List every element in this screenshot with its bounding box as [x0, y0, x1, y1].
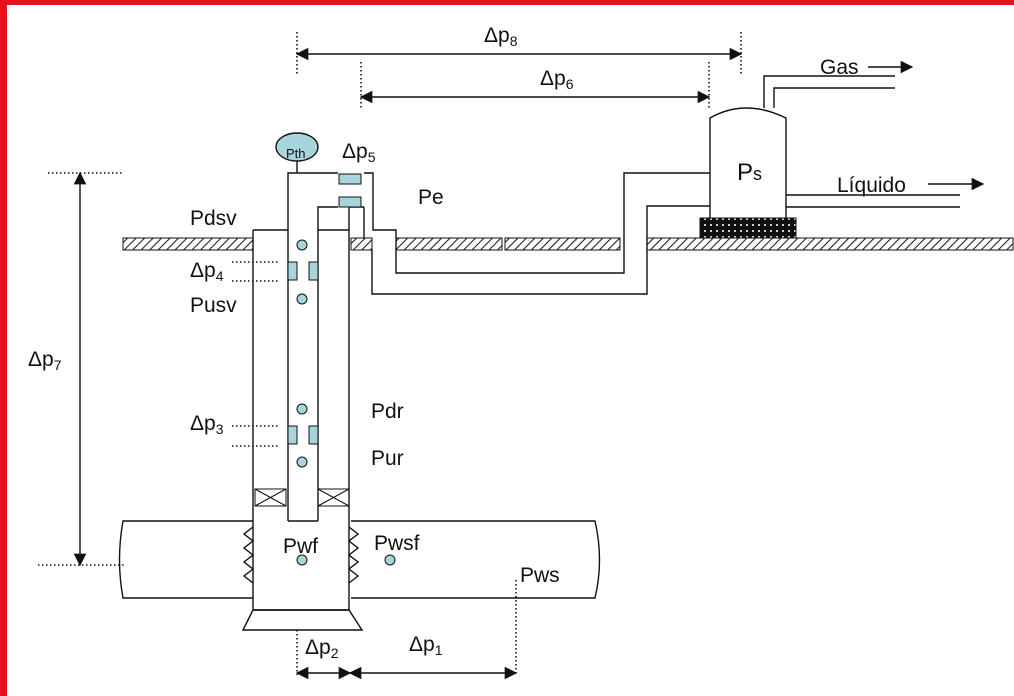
pdr-label: Pdr [371, 400, 404, 423]
pwf-label: Pwf [283, 535, 318, 558]
gas-label: Gas [820, 56, 859, 79]
dp8-label: Δp8 [484, 24, 518, 49]
separator-pressure-label: Ps [737, 159, 762, 186]
pe-label: Pe [418, 186, 444, 209]
restrictions [287, 173, 362, 445]
liquido-label: Líquido [837, 174, 906, 197]
casing [241, 229, 364, 631]
dimension-arrows [73, 47, 985, 680]
pws-label: Pws [520, 564, 560, 587]
pdsv-label: Pdsv [190, 207, 237, 230]
pth-label: Pth [286, 146, 306, 161]
dp3-label: Δp3 [190, 412, 224, 437]
packers [254, 488, 350, 507]
dp7-label: Δp7 [28, 348, 62, 373]
perforations [242, 526, 360, 584]
reservoir-formation [118, 520, 601, 599]
production-system-diagram: Pth [28, 24, 1014, 680]
pur-label: Pur [371, 447, 404, 470]
pusv-label: Pusv [190, 294, 237, 317]
flowlines [348, 172, 710, 295]
dp5-label: Δp5 [342, 140, 376, 165]
tubing [287, 172, 338, 522]
separator [699, 75, 960, 239]
dp4-label: Δp4 [190, 259, 224, 284]
dp2-label: Δp2 [305, 636, 339, 661]
ground-surface [122, 237, 1014, 251]
pressure-nodes [296, 239, 396, 566]
dp1-label: Δp1 [409, 633, 443, 658]
dp6-label: Δp6 [540, 67, 574, 92]
pwsf-label: Pwsf [374, 532, 420, 555]
guide-lines [38, 32, 742, 675]
wellhead-gauge: Pth [275, 132, 319, 173]
